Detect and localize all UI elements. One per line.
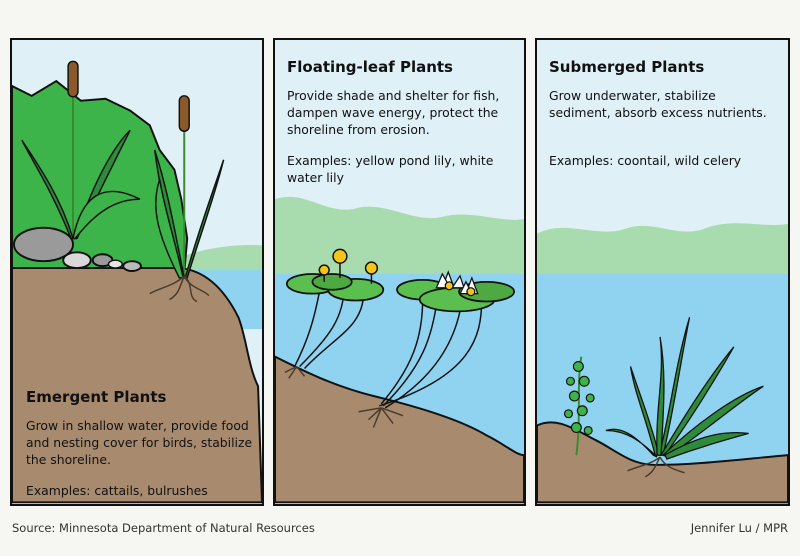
- panel-description: Provide shade and shelter for fish, damp…: [287, 88, 500, 137]
- panel-description: Grow underwater, stabilize sediment, abs…: [549, 88, 767, 120]
- floating-leaf-scene: [275, 196, 524, 504]
- floating-leaf-plants-panel: Floating-leaf Plants Provide shade and s…: [273, 38, 526, 506]
- roots: [149, 275, 210, 303]
- roots: [284, 365, 404, 428]
- submerged-scene: [537, 223, 788, 504]
- yellow-pond-lily-icon: [318, 248, 379, 284]
- submerged-plants-panel: Submerged Plants Grow underwater, stabil…: [535, 38, 790, 506]
- shore-soil: [12, 267, 262, 504]
- panel-title: Submerged Plants: [549, 58, 705, 76]
- wild-celery-plant: [605, 317, 764, 460]
- source-caption: Source: Minnesota Department of Natural …: [12, 521, 315, 535]
- white-water-lily-icon: [435, 270, 479, 297]
- author-credit: Jennifer Lu / MPR: [690, 521, 788, 535]
- emergent-plants-panel: Emergent Plants Grow in shallow water, p…: [10, 38, 264, 506]
- panel-examples: Examples: coontail, wild celery: [549, 153, 742, 168]
- background-hill: [179, 244, 262, 278]
- panel-title: Floating-leaf Plants: [287, 58, 453, 76]
- background-hill: [537, 223, 788, 278]
- panel-examples: Examples: yellow pond lily, white water …: [287, 153, 494, 185]
- panel-examples: Examples: cattails, bulrushes: [26, 483, 208, 498]
- panel-description: Grow in shallow water, provide food and …: [26, 418, 253, 467]
- coontail-plant: [563, 356, 595, 456]
- lake-bed: [275, 355, 524, 504]
- panel-title: Emergent Plants: [26, 388, 167, 406]
- roots: [627, 456, 685, 478]
- emergent-scene: [12, 60, 262, 504]
- rocks: [12, 226, 142, 272]
- background-hill: [275, 196, 524, 278]
- cattail-plant: [21, 60, 225, 279]
